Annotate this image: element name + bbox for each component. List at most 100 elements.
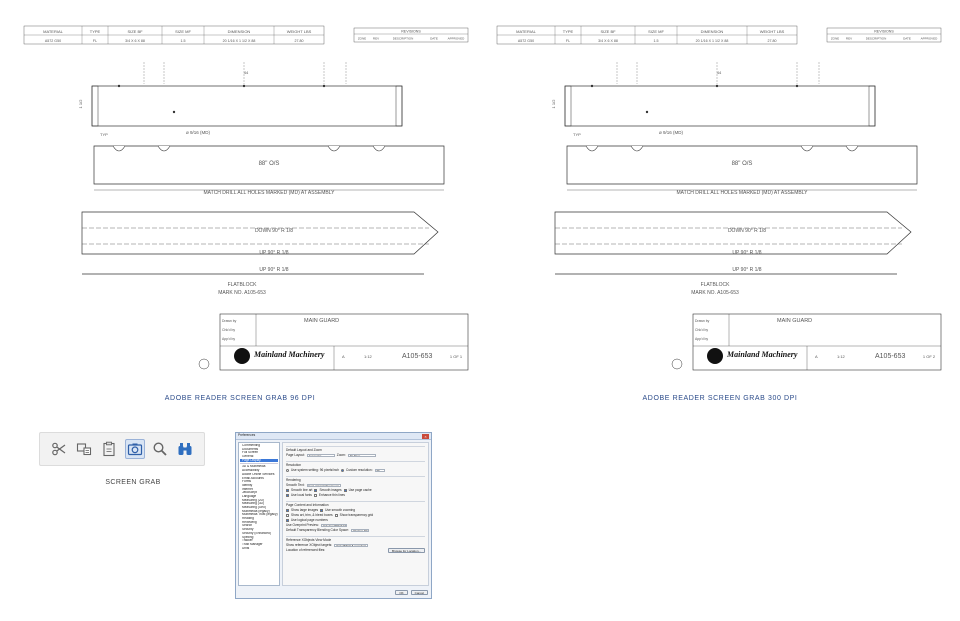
category-item[interactable]: JavaScript — [242, 491, 257, 495]
drawing-number: A105-653 — [875, 353, 905, 360]
signoff-row: App'd by — [695, 337, 708, 341]
smooth-line-label: Smooth line art — [291, 487, 313, 492]
category-item[interactable]: Adobe Online Services — [242, 472, 275, 476]
category-item[interactable]: Multimedia (legacy) — [242, 509, 270, 513]
smooth-images-check[interactable] — [314, 489, 318, 492]
snapshot-tool-button[interactable] — [124, 439, 145, 459]
close-button[interactable]: × — [422, 433, 429, 439]
category-item[interactable]: Multimedia Trust (legacy) — [242, 513, 278, 517]
plate-end-right — [395, 85, 403, 127]
category-item[interactable]: Accessibility — [242, 469, 260, 473]
category-item[interactable]: Email Accounts — [242, 476, 264, 480]
header-value: 1.5 — [181, 39, 186, 43]
header-value: 3/4 X 6 X 88 — [125, 39, 145, 43]
category-item[interactable]: Security — [242, 528, 254, 532]
up-bend-label: UP 90° R 1/8 — [259, 250, 288, 256]
ok-button[interactable]: OK — [395, 590, 408, 595]
category-item[interactable]: Measuring (2D) — [242, 498, 264, 502]
category-item[interactable]: Full Screen — [242, 451, 259, 455]
cache-check[interactable] — [343, 489, 347, 492]
select-tool-button[interactable] — [74, 439, 94, 459]
revisions-col: APPROVED — [448, 37, 466, 41]
category-item[interactable]: Security (Enhanced) — [242, 531, 271, 535]
category-item[interactable]: Reading — [242, 517, 254, 521]
revisions-title: REVISIONS — [401, 30, 421, 34]
zoom-label: Zoom: — [336, 452, 346, 457]
length-dim: 88" O/S — [732, 161, 753, 167]
revisions-col: DATE — [903, 37, 911, 41]
art-trim-check[interactable] — [286, 514, 289, 517]
use-system-radio[interactable] — [286, 469, 289, 472]
header-value: 20 1/16 X 1 1/2 X 88 — [223, 39, 256, 43]
hole-mark — [172, 110, 176, 114]
browse-button[interactable]: Browse for Location... — [387, 548, 425, 553]
location-label: Location of referenced files: — [286, 547, 326, 552]
overprint-select[interactable]: Only For PDF/X Files — [320, 523, 347, 528]
category-item[interactable]: Units — [242, 546, 250, 550]
revisions-col: REV — [846, 37, 852, 41]
xobj-select[interactable]: Only PDF/X-5 compliant ones — [334, 543, 369, 548]
revisions-table — [353, 27, 469, 43]
header-label: MATERIAL — [516, 29, 536, 34]
section-title: Reference XObjects View Mode — [286, 537, 332, 542]
title-block-frame — [219, 313, 469, 371]
logo-emblem — [234, 348, 250, 364]
category-item[interactable]: Language — [242, 494, 257, 498]
category-item[interactable]: Tracker — [242, 539, 253, 543]
blending-select[interactable]: Working RGB — [350, 528, 369, 533]
hole-mark — [242, 84, 246, 88]
category-item[interactable]: Documents — [242, 447, 259, 451]
find-tool-button[interactable] — [175, 439, 195, 459]
category-item[interactable]: Measuring (3D) — [242, 502, 264, 506]
signoff-row: Chk'd by — [695, 328, 708, 332]
custom-res-field[interactable]: 96 — [374, 468, 385, 473]
category-item[interactable]: General — [242, 455, 254, 459]
cancel-button[interactable]: Cancel — [410, 590, 428, 595]
dim-height: 1 1/2 — [78, 99, 83, 109]
xobjects-group: Reference XObjects View Mode Show refere… — [286, 536, 425, 553]
header-value: 3/4 X 6 X 88 — [598, 39, 618, 43]
scissors-tool-button[interactable] — [49, 439, 69, 459]
clipboard-tool-button[interactable] — [99, 439, 119, 459]
category-item[interactable]: Spelling — [242, 535, 254, 539]
content-group: Page Content and Information Show large … — [286, 501, 425, 533]
category-item[interactable]: Internet — [242, 487, 253, 491]
section-title: Default Layout and Zoom — [286, 447, 322, 452]
category-item[interactable]: Page Display — [240, 458, 278, 463]
up-bend-label: UP 90° R 1/8 — [732, 250, 761, 256]
zoom-select[interactable]: Fit Page — [347, 453, 376, 458]
header-label: TYPE — [90, 29, 101, 34]
blending-row: Default Transparency Blending Color Spac… — [286, 528, 425, 533]
category-item[interactable]: Reviewing — [242, 520, 257, 524]
local-fonts-label: Use local fonts — [291, 492, 312, 497]
dialog-title: Preferences — [238, 433, 256, 438]
smooth-text-label: Smooth Text: — [286, 482, 305, 487]
large-images-check[interactable] — [286, 509, 289, 512]
default-layout-group: Default Layout and Zoom Page Layout: Aut… — [286, 446, 425, 458]
category-item[interactable]: Forms — [242, 480, 252, 484]
local-fonts-check[interactable] — [286, 494, 289, 497]
smooth-images-label: Smooth images — [319, 487, 342, 492]
category-item[interactable]: Commenting — [242, 444, 261, 447]
smooth-zoom-check[interactable] — [320, 509, 324, 512]
header-value: 1.5 — [654, 39, 659, 43]
header-label: DIMENSION — [228, 29, 251, 34]
blending-label: Default Transparency Blending Color Spac… — [286, 527, 349, 532]
search-tool-button[interactable] — [150, 439, 170, 459]
category-item[interactable]: 3D & Multimedia — [242, 465, 266, 469]
plate-end-left — [91, 85, 99, 127]
logical-page-check[interactable] — [286, 519, 289, 522]
smooth-text-select[interactable]: For Laptop/LCD screens — [306, 483, 341, 488]
up-bend-label-2: UP 90° R 1/8 — [259, 267, 288, 273]
transparency-check[interactable] — [334, 514, 338, 517]
smooth-line-check[interactable] — [286, 489, 289, 492]
category-item[interactable]: Identity — [242, 483, 253, 487]
enhance-check[interactable] — [313, 494, 317, 497]
page-layout-select[interactable]: Automatic — [306, 453, 335, 458]
custom-res-radio[interactable] — [341, 469, 345, 472]
category-item[interactable]: Measuring (Geo) — [242, 506, 266, 509]
category-item[interactable]: Search — [242, 524, 253, 528]
category-item[interactable]: Trust Manager — [242, 542, 263, 546]
